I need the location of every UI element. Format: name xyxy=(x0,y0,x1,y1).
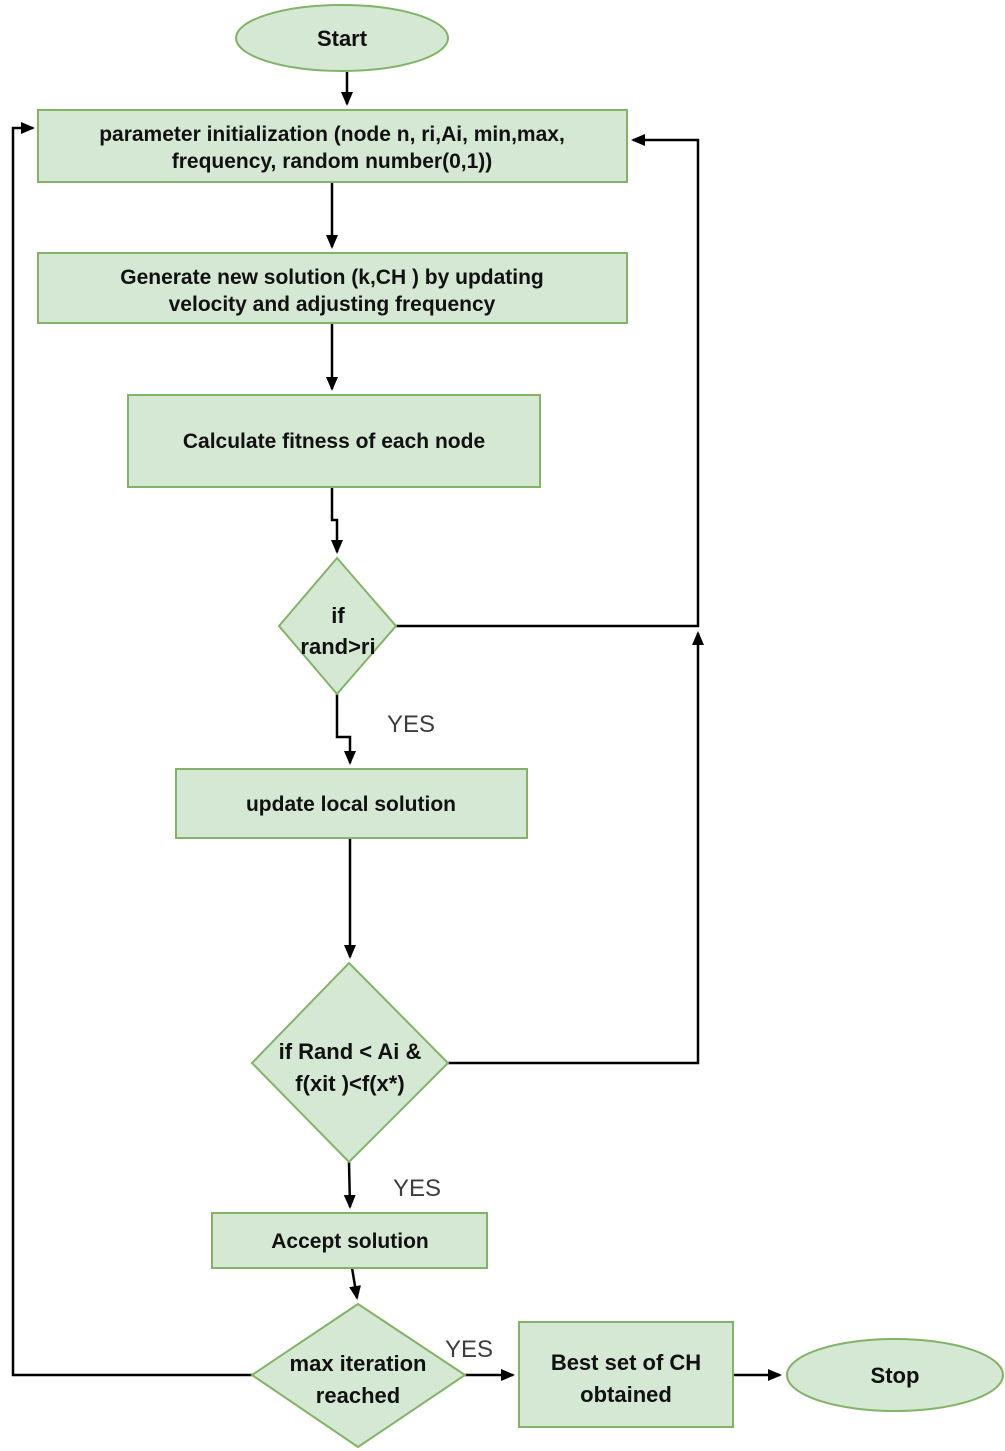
param-init-label-line1: parameter initialization (node n, ri,Ai,… xyxy=(99,123,565,146)
generate-solution-label-line1: Generate new solution (k,CH ) by updatin… xyxy=(120,266,544,289)
calc-fitness-label: Calculate fitness of each node xyxy=(183,430,485,453)
label-yes-accept: YES xyxy=(393,1175,441,1202)
edge-decision-max-iter-feedback-to-param-init xyxy=(11,122,252,1377)
param-init-shape xyxy=(37,109,628,183)
node-best-set-ch: Best set of CH obtained xyxy=(518,1321,734,1428)
stop-label: Stop xyxy=(871,1363,920,1388)
node-stop: Stop xyxy=(786,1338,1004,1412)
update-local-shape xyxy=(175,768,528,839)
generate-solution-shape xyxy=(37,252,628,324)
edges xyxy=(11,72,782,1381)
accept-solution-shape xyxy=(211,1212,488,1269)
start-terminator-shape xyxy=(235,4,449,72)
decision-accept-label-line2: f(xit )<f(x*) xyxy=(295,1071,404,1096)
node-start: Start xyxy=(235,4,449,72)
decision-accept-shape xyxy=(250,961,450,1164)
decision-rand-lt-ai: if Rand < Ai & f(xit )<f(x*) xyxy=(250,961,450,1164)
update-local-label: update local solution xyxy=(246,793,456,816)
stop-terminator-shape xyxy=(786,1338,1004,1412)
accept-solution-label: Accept solution xyxy=(271,1230,429,1253)
decision-rand-label-line1: if xyxy=(331,603,345,628)
param-init-label-line2: frequency, random number(0,1)) xyxy=(172,150,493,173)
node-accept-solution: Accept solution xyxy=(211,1212,488,1269)
edge-accept-solution-to-decision-max-iter xyxy=(349,1267,361,1300)
edge-decision-accept-feedback-to-junction xyxy=(448,631,704,1065)
decision-rand-shape xyxy=(277,556,398,696)
edge-decision-rand-feedback-to-param-init xyxy=(396,134,700,628)
decision-max-iter-shape xyxy=(250,1302,467,1449)
best-ch-shape xyxy=(518,1321,734,1428)
decision-max-iteration: max iteration reached xyxy=(250,1302,467,1449)
node-update-local-solution: update local solution xyxy=(175,768,528,839)
node-calculate-fitness: Calculate fitness of each node xyxy=(127,394,541,488)
decision-max-iter-label-line2: reached xyxy=(316,1383,400,1408)
decision-max-iter-label-line1: max iteration xyxy=(290,1351,427,1376)
decision-accept-label-line1: if Rand < Ai & xyxy=(279,1039,422,1064)
decision-rand-label-line2: rand>ri xyxy=(300,634,375,659)
edge-decision-rand-to-update-local xyxy=(335,694,356,765)
generate-solution-label-line2: velocity and adjusting frequency xyxy=(169,293,496,316)
best-ch-label-line1: Best set of CH xyxy=(551,1350,701,1375)
edge-decision-accept-to-accept-solution xyxy=(343,1161,356,1209)
decision-rand-gt-ri: if rand>ri xyxy=(277,556,398,696)
label-yes-rand: YES xyxy=(387,711,435,738)
edge-fitness-to-decision-rand xyxy=(330,487,343,554)
start-label: Start xyxy=(317,26,368,51)
best-ch-label-line2: obtained xyxy=(580,1382,672,1407)
calc-fitness-shape xyxy=(127,394,541,488)
node-generate-solution: Generate new solution (k,CH ) by updatin… xyxy=(37,252,628,324)
label-yes-max-iter: YES xyxy=(445,1336,493,1363)
node-parameter-initialization: parameter initialization (node n, ri,Ai,… xyxy=(37,109,628,183)
